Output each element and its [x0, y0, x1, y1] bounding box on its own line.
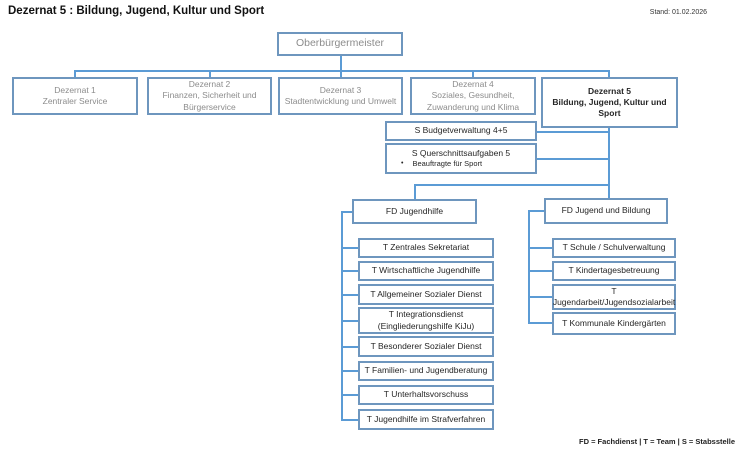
connector-drop-d5: [608, 70, 610, 78]
connector-drop-d1: [74, 70, 76, 78]
team-wirtschaftliche-jugendhilfe-box: T Wirtschaftliche Jugendhilfe: [358, 261, 494, 281]
fd-jugendhilfe-box: FD Jugendhilfe: [352, 199, 477, 224]
dezernat-4-desc: Soziales, Gesundheit, Zuwanderung und Kl…: [426, 90, 520, 112]
dezernat-5-desc: Bildung, Jugend, Kultur und Sport: [552, 96, 667, 119]
dezernat-3-box: Dezernat 3 Stadtentwicklung und Umwelt: [278, 77, 403, 115]
connector-right-stub-1: [528, 247, 552, 249]
connector-left-stub-3: [341, 294, 358, 296]
connector-top-row: [74, 70, 609, 72]
team-jugendarbeit-box: T Jugendarbeit/Jugendsozialarbeit: [552, 284, 676, 310]
team-label: T Kommunale Kindergärten: [562, 317, 666, 328]
connector-right-stub-4: [528, 322, 552, 324]
stabsstelle-bullet-row: • Beauftragte für Sport: [390, 159, 532, 169]
team-allgemeiner-sozialer-dienst-box: T Allgemeiner Sozialer Dienst: [358, 284, 494, 305]
team-zentrales-sekretariat-box: T Zentrales Sekretariat: [358, 238, 494, 258]
connector-left-stub-4: [341, 320, 358, 322]
bullet-icon: •: [401, 160, 404, 168]
page-title: Dezernat 5 : Bildung, Jugend, Kultur und…: [8, 5, 265, 17]
team-integrationsdienst-box: T Integrationsdienst (Eingliederungshilf…: [358, 307, 494, 334]
connector-fd1-drop: [414, 184, 416, 199]
stabsstelle-bullet-label: Beauftragte für Sport: [412, 159, 483, 169]
stabsstelle-querschnittsaufgaben-box: S Querschnittsaufgaben 5 • Beauftragte f…: [385, 143, 537, 174]
team-kindertagesbetreuung-box: T Kindertagesbetreuung: [552, 261, 676, 281]
dezernat-1-desc: Zentraler Service: [42, 96, 108, 106]
connector-fd-tee: [414, 184, 609, 186]
connector-right-elbow: [528, 210, 544, 212]
connector-drop-d4: [472, 70, 474, 78]
dezernat-1-name: Dezernat 1: [54, 84, 96, 95]
connector-left-stub-5: [341, 346, 358, 348]
fd-jugendhilfe-label: FD Jugendhilfe: [385, 205, 444, 216]
connector-right-stub-3: [528, 296, 552, 298]
dezernat-3-desc: Stadtentwicklung und Umwelt: [284, 96, 397, 106]
date-stamp: Stand: 01.02.2026: [649, 9, 707, 16]
connector-stab-1: [537, 131, 608, 133]
connector-ob-drop: [340, 56, 342, 70]
stabsstelle-budgetverwaltung-box: S Budgetverwaltung 4+5: [385, 121, 537, 141]
connector-left-trunk: [341, 211, 343, 420]
dezernat-2-desc: Finanzen, Sicherheit und Bürgerservice: [162, 90, 257, 112]
team-unterhaltsvorschuss-box: T Unterhaltsvorschuss: [358, 385, 494, 405]
team-besonderer-sozialer-dienst-box: T Besonderer Sozialer Dienst: [358, 336, 494, 357]
connector-right-trunk: [528, 210, 530, 324]
connector-d5-trunk: [608, 128, 610, 198]
team-label: T Integrationsdienst (Eingliederungshilf…: [377, 309, 475, 331]
dezernat-3-name: Dezernat 3: [319, 84, 362, 95]
team-schule-schulverwaltung-box: T Schule / Schulverwaltung: [552, 238, 676, 258]
connector-left-stub-8: [341, 419, 358, 421]
dezernat-5-box: Dezernat 5 Bildung, Jugend, Kultur und S…: [541, 77, 678, 128]
team-label: T Kindertagesbetreuung: [568, 265, 660, 276]
dezernat-2-box: Dezernat 2 Finanzen, Sicherheit und Bürg…: [147, 77, 272, 115]
oberbuergermeister-box: Oberbürgermeister: [277, 32, 403, 56]
connector-left-stub-1: [341, 247, 358, 249]
team-label: T Schule / Schulverwaltung: [562, 242, 666, 253]
team-label: T Wirtschaftliche Jugendhilfe: [371, 265, 481, 276]
connector-drop-d2: [209, 70, 211, 78]
team-label: T Allgemeiner Sozialer Dienst: [370, 288, 482, 299]
connector-left-stub-7: [341, 394, 358, 396]
connector-left-stub-6: [341, 370, 358, 372]
connector-left-elbow: [341, 211, 353, 213]
fd-jugend-und-bildung-label: FD Jugend und Bildung: [561, 205, 651, 216]
connector-right-stub-2: [528, 270, 552, 272]
abbreviation-legend: FD = Fachdienst | T = Team | S = Stabsst…: [579, 437, 735, 446]
dezernat-5-name: Dezernat 5: [588, 85, 631, 96]
team-kommunale-kindergaerten-box: T Kommunale Kindergärten: [552, 312, 676, 335]
team-label: T Besonderer Sozialer Dienst: [370, 340, 482, 351]
connector-stab-2: [537, 158, 608, 160]
team-label: T Zentrales Sekretariat: [382, 242, 470, 253]
team-label: T Familien- und Jugendberatung: [364, 365, 488, 376]
team-label: T Jugendarbeit/Jugendsozialarbeit: [552, 285, 676, 307]
team-jugendhilfe-strafverfahren-box: T Jugendhilfe im Strafverfahren: [358, 409, 494, 430]
connector-left-stub-2: [341, 270, 358, 272]
team-label: T Unterhaltsvorschuss: [383, 389, 469, 400]
fd-jugend-und-bildung-box: FD Jugend und Bildung: [544, 198, 668, 224]
team-familien-und-jugendberatung-box: T Familien- und Jugendberatung: [358, 361, 494, 381]
dezernat-4-box: Dezernat 4 Soziales, Gesundheit, Zuwande…: [410, 77, 536, 115]
team-label: T Jugendhilfe im Strafverfahren: [366, 413, 486, 424]
stabsstelle-budgetverwaltung-label: S Budgetverwaltung 4+5: [414, 125, 508, 136]
dezernat-2-name: Dezernat 2: [188, 79, 231, 90]
dezernat-4-name: Dezernat 4: [452, 79, 494, 90]
connector-drop-d3: [340, 70, 342, 78]
oberbuergermeister-label: Oberbürgermeister: [295, 37, 385, 50]
dezernat-1-box: Dezernat 1 Zentraler Service: [12, 77, 138, 115]
stabsstelle-querschnittsaufgaben-label: S Querschnittsaufgaben 5: [411, 148, 511, 159]
